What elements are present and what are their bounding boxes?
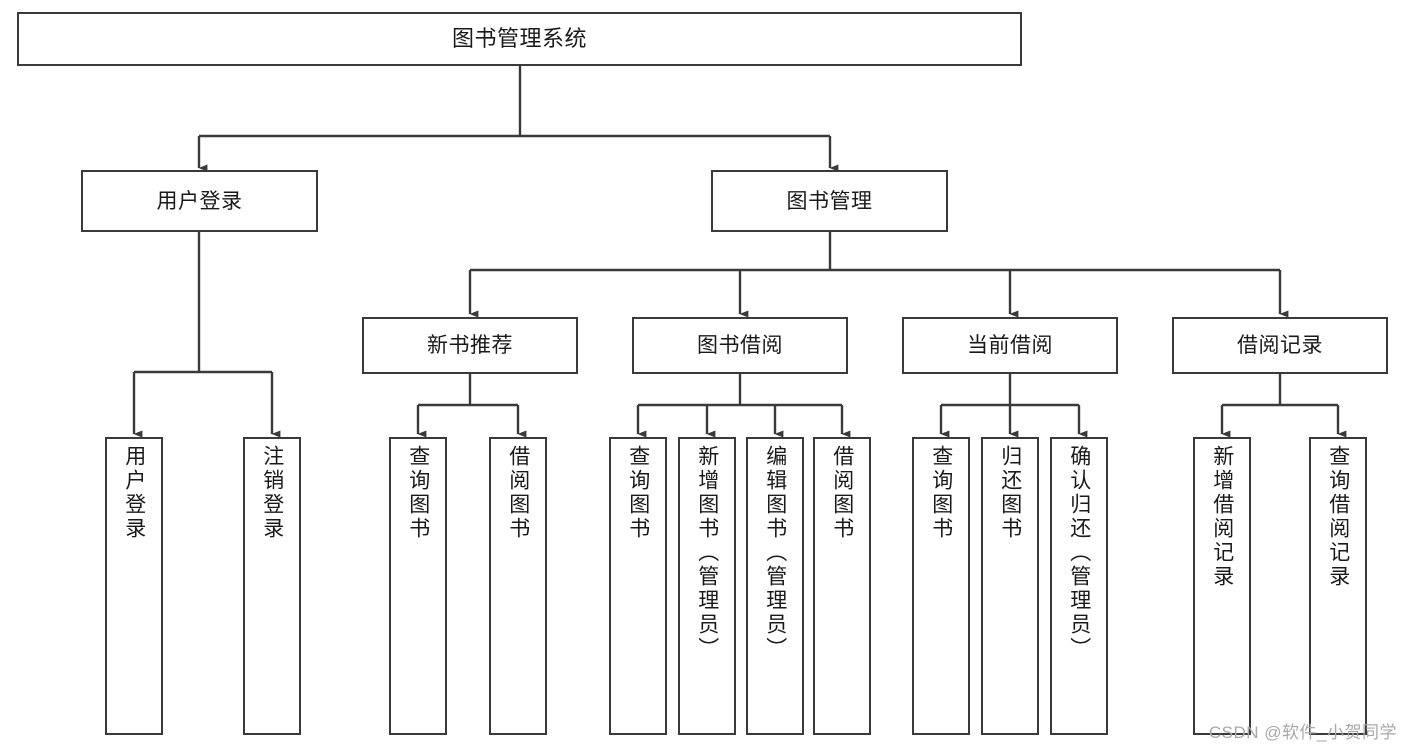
node-label: 编辑图书（管理员） — [763, 445, 787, 661]
leaf-new-book-borrow-book[interactable]: 借阅图书 — [489, 437, 547, 735]
leaf-book-borrow-add-book-admin[interactable]: 新增图书（管理员） — [678, 437, 736, 735]
node-label: 图书借阅 — [697, 334, 783, 357]
node-label: 图书管理系统 — [451, 26, 587, 51]
node-label: 注销登录 — [260, 445, 284, 541]
node-label: 查询图书 — [406, 445, 430, 541]
node-root-book-management-system[interactable]: 图书管理系统 — [17, 12, 1022, 66]
leaf-book-borrow-query-book[interactable]: 查询图书 — [609, 437, 667, 735]
leaf-borrow-record-add-record[interactable]: 新增借阅记录 — [1193, 437, 1251, 735]
node-label: 图书管理 — [786, 189, 873, 213]
leaf-current-borrow-confirm-return-admin[interactable]: 确认归还（管理员） — [1050, 437, 1108, 735]
node-label: 借阅记录 — [1237, 334, 1323, 357]
leaf-book-borrow-borrow-book[interactable]: 借阅图书 — [813, 437, 871, 735]
leaf-user-login-logout[interactable]: 注销登录 — [243, 437, 301, 735]
node-current-borrow[interactable]: 当前借阅 — [902, 317, 1118, 374]
leaf-book-borrow-edit-book-admin[interactable]: 编辑图书（管理员） — [746, 437, 804, 735]
node-label: 新增图书（管理员） — [695, 445, 719, 661]
node-label: 借阅图书 — [506, 445, 530, 541]
node-label: 查询借阅记录 — [1326, 445, 1350, 589]
node-label: 归还图书 — [998, 445, 1022, 541]
node-user-login[interactable]: 用户登录 — [81, 170, 318, 232]
leaf-user-login-login[interactable]: 用户登录 — [105, 437, 163, 735]
node-label: 新增借阅记录 — [1210, 445, 1234, 589]
node-borrow-record[interactable]: 借阅记录 — [1172, 317, 1388, 374]
leaf-borrow-record-query-record[interactable]: 查询借阅记录 — [1309, 437, 1367, 735]
node-label: 新书推荐 — [427, 334, 513, 357]
node-book-borrow[interactable]: 图书借阅 — [632, 317, 848, 374]
node-label: 借阅图书 — [830, 445, 854, 541]
leaf-current-borrow-query-book[interactable]: 查询图书 — [912, 437, 970, 735]
leaf-new-book-query-book[interactable]: 查询图书 — [389, 437, 447, 735]
node-label: 查询图书 — [929, 445, 953, 541]
node-book-management[interactable]: 图书管理 — [711, 170, 948, 232]
node-label: 用户登录 — [156, 189, 243, 213]
node-new-book-recommend[interactable]: 新书推荐 — [362, 317, 578, 374]
node-label: 用户登录 — [122, 445, 146, 541]
leaf-current-borrow-return-book[interactable]: 归还图书 — [981, 437, 1039, 735]
node-label: 查询图书 — [626, 445, 650, 541]
node-label: 确认归还（管理员） — [1067, 445, 1091, 661]
node-label: 当前借阅 — [967, 334, 1053, 357]
